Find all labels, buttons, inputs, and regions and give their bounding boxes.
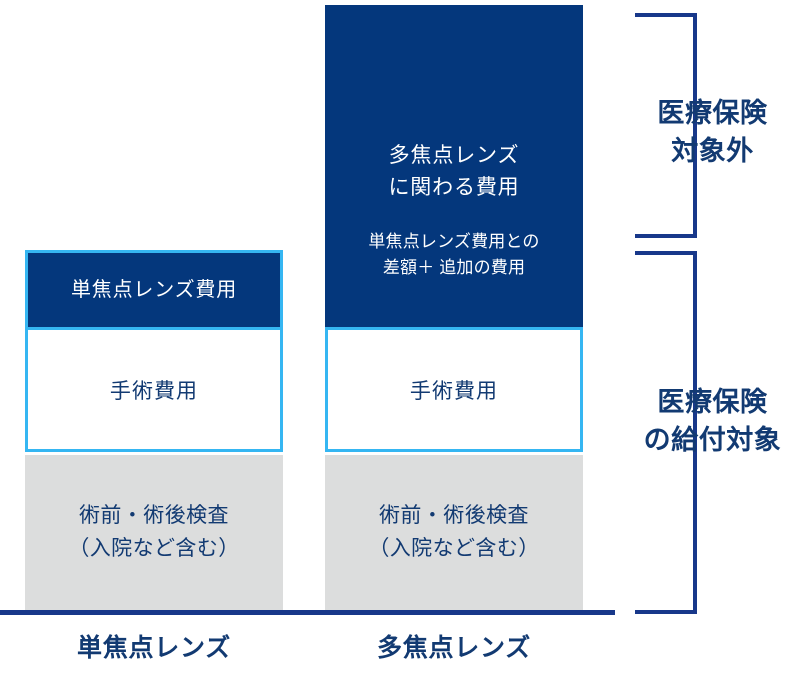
label-covered: 医療保険 の給付対象 bbox=[643, 387, 782, 456]
single-surgery-fee-label: 手術費用 bbox=[109, 379, 199, 403]
multi-lens-cost-label: 多焦点レンズ に関わる費用 bbox=[388, 144, 520, 199]
bracket-spine bbox=[693, 251, 697, 614]
label-not-covered: 医療保険 対象外 bbox=[657, 98, 768, 167]
bracket-bottom-arm bbox=[635, 234, 697, 238]
bracket-bottom-arm bbox=[635, 610, 697, 614]
multi-exam-fee-label: 術前・術後検査 （入院など含む） bbox=[368, 503, 540, 560]
multi-lens-cost-sublabel: 単焦点レンズ費用との 差額＋ 追加の費用 bbox=[368, 232, 540, 277]
bracket-spine bbox=[693, 13, 697, 238]
block-multi-lens-cost: 多焦点レンズ に関わる費用 単焦点レンズ費用との 差額＋ 追加の費用 bbox=[325, 5, 583, 327]
block-single-lens-cost: 単焦点レンズ費用 bbox=[25, 250, 283, 327]
bracket-not-covered bbox=[635, 13, 697, 238]
bracket-top-arm bbox=[635, 13, 697, 17]
single-lens-cost-label: 単焦点レンズ費用 bbox=[71, 279, 237, 301]
block-multi-exam-fee: 術前・術後検査 （入院など含む） bbox=[325, 455, 583, 610]
block-multi-surgery-fee: 手術費用 bbox=[325, 327, 583, 452]
single-exam-fee-label: 術前・術後検査 （入院など含む） bbox=[68, 503, 240, 560]
multi-surgery-fee-label: 手術費用 bbox=[409, 379, 499, 403]
block-single-exam-fee: 術前・術後検査 （入院など含む） bbox=[25, 455, 283, 610]
bracket-covered bbox=[635, 251, 697, 614]
bracket-top-arm bbox=[635, 251, 697, 255]
caption-single-focus: 単焦点レンズ bbox=[76, 634, 231, 662]
caption-multi-focus: 多焦点レンズ bbox=[376, 634, 531, 662]
baseline-axis bbox=[0, 610, 615, 615]
block-single-surgery-fee: 手術費用 bbox=[25, 327, 283, 452]
